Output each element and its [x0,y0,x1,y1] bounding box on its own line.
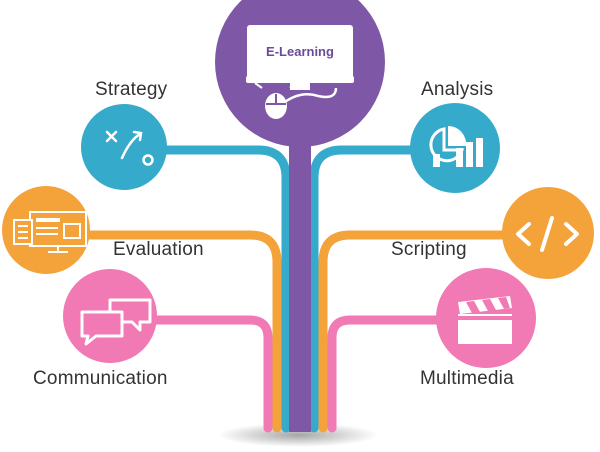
presentation-board-icon [13,211,87,253]
multimedia-node [436,268,536,368]
clapperboard-icon [458,296,512,344]
evaluation-label: Evaluation [113,239,204,260]
analysis-node [410,103,500,193]
analytics-chart-icon [429,125,483,167]
evaluation-node [2,186,90,274]
chat-bubbles-icon [80,298,152,346]
orange-connectors [77,230,523,433]
strategy-label: Strategy [95,79,168,100]
blue-connectors [145,145,457,433]
strategy-play-icon [105,130,154,166]
communication-node [63,269,157,363]
code-brackets-icon [516,216,579,252]
pink-connectors [145,315,457,433]
analysis-label: Analysis [421,79,494,100]
strategy-node [81,104,167,190]
multimedia-label: Multimedia [420,368,514,389]
central-trunk [289,100,311,432]
computer-monitor-with-mouse-icon [246,25,354,119]
scripting-node [502,187,594,279]
hub-title: E-Learning [266,44,334,59]
ground-shadow [218,423,378,447]
scripting-label: Scripting [391,239,467,260]
communication-label: Communication [33,368,168,389]
